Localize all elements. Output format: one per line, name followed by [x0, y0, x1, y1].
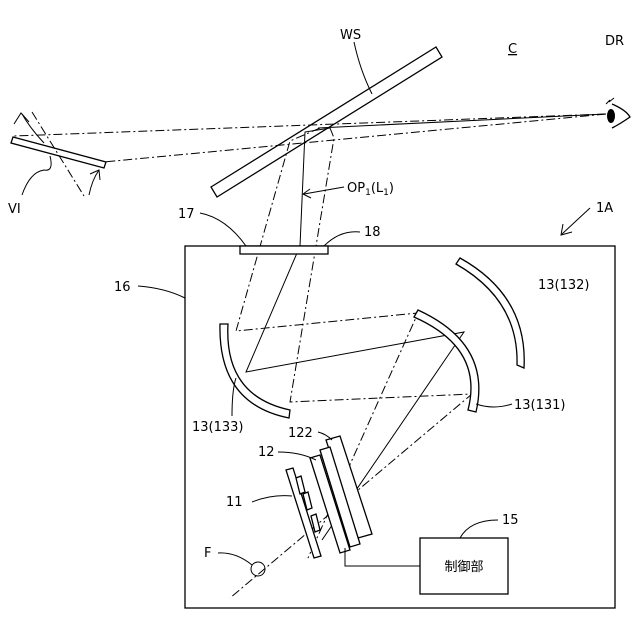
- housing-16: [185, 246, 615, 608]
- n15-leader: [460, 520, 498, 538]
- viewing-rays: [14, 112, 606, 196]
- label-16: 16: [114, 280, 131, 295]
- label-13-131: 13(131): [514, 398, 566, 413]
- op1-leader: [304, 187, 344, 194]
- window-18: [240, 246, 328, 254]
- label-17: 17: [178, 207, 195, 222]
- label-op1: OP1(L1): [347, 181, 394, 198]
- label-18: 18: [364, 225, 381, 240]
- label-122: 122: [288, 426, 313, 441]
- n11-leader: [252, 496, 292, 502]
- label-12: 12: [258, 445, 275, 460]
- n18-leader: [324, 232, 360, 246]
- label-f: F: [204, 546, 211, 561]
- label-vi: VI: [8, 202, 21, 217]
- eye-icon: [606, 98, 630, 128]
- n1a-arrow: [562, 208, 590, 234]
- vi-leader: [22, 156, 51, 195]
- label-dr: DR: [605, 34, 624, 49]
- n17-leader: [200, 213, 246, 246]
- windshield: [211, 47, 442, 197]
- label-control-unit: 制御部: [444, 560, 483, 575]
- label-1a: 1A: [596, 201, 613, 216]
- label-15: 15: [502, 513, 519, 528]
- mirror-133: [220, 324, 290, 418]
- ws-leader: [354, 42, 372, 94]
- label-ws: WS: [340, 28, 361, 43]
- light-source: [251, 562, 265, 576]
- label-c: C: [508, 42, 517, 57]
- f-leader: [218, 553, 252, 565]
- control-unit-wire: [345, 548, 420, 566]
- label-11: 11: [226, 495, 243, 510]
- n16-leader: [138, 286, 185, 298]
- n131-leader: [476, 404, 512, 407]
- label-13-132: 13(132): [538, 278, 590, 293]
- virtual-image-plate: [11, 137, 106, 168]
- label-13-133: 13(133): [192, 420, 244, 435]
